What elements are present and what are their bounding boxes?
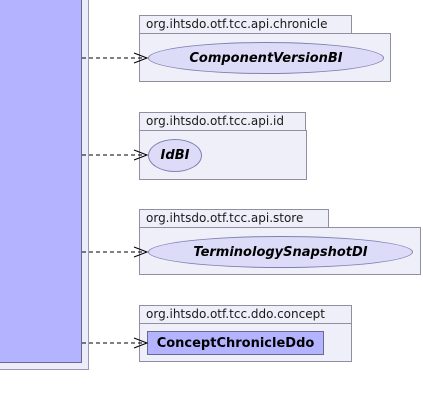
class-concept-chronicle-ddo[interactable]: ConceptChronicleDdo [147, 331, 324, 355]
source-class-box[interactable] [0, 0, 82, 363]
interface-terminology-snapshot-di[interactable]: TerminologySnapshotDI [148, 236, 413, 268]
interface-id-bi[interactable]: IdBI [148, 139, 202, 172]
arrowhead-chronicle [133, 52, 149, 64]
arrowhead-id [133, 149, 149, 161]
package-tab-chronicle: org.ihtsdo.otf.tcc.api.chronicle [139, 15, 352, 33]
package-tab-concept: org.ihtsdo.otf.tcc.ddo.concept [139, 305, 352, 323]
interface-component-version-bi[interactable]: ComponentVersionBI [148, 42, 384, 74]
arrowhead-store [133, 246, 149, 258]
package-tab-store: org.ihtsdo.otf.tcc.api.store [139, 209, 329, 227]
package-tab-id: org.ihtsdo.otf.tcc.api.id [139, 112, 306, 130]
arrowhead-concept [133, 337, 149, 349]
